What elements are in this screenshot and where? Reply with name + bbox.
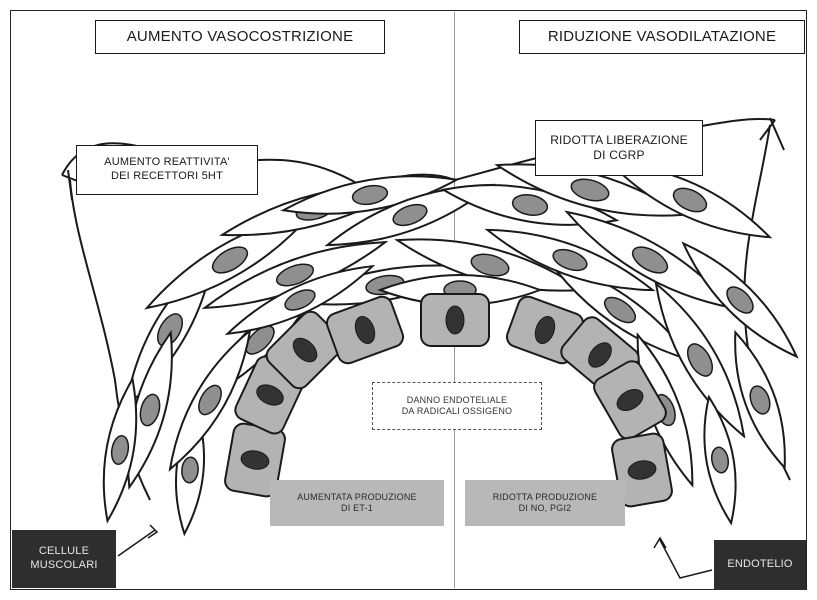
right-note-text: RIDOTTA LIBERAZIONE DI CGRP [550,133,688,163]
left-header-box: AUMENTO VASOCOSTRIZIONE [95,20,385,54]
muscle-cells-label: CELLULE MUSCOLARI [12,530,116,588]
endothelial-nucleus [446,306,464,334]
endothelium-label: ENDOTELIO [714,540,806,590]
muscle-label-arrow [118,525,157,556]
left-header-text: AUMENTO VASOCOSTRIZIONE [127,28,354,47]
right-fibre-end [760,118,784,150]
center-note-text: DANNO ENDOTELIALE DA RADICALI OSSIGENO [402,395,513,418]
endothelium-label-arrow [654,538,712,578]
left-note-text: AUMENTO REATTIVITA' DEI RECETTORI 5HT [104,156,230,184]
bottom-right-note-box: RIDOTTA PRODUZIONE DI NO, PGI2 [465,480,625,526]
right-note-box: RIDOTTA LIBERAZIONE DI CGRP [535,120,703,176]
muscle-cells-label-text: CELLULE MUSCOLARI [30,545,97,573]
center-note-box: DANNO ENDOTELIALE DA RADICALI OSSIGENO [372,382,542,430]
right-header-box: RIDUZIONE VASODILATAZIONE [519,20,805,54]
bottom-left-note-text: AUMENTATA PRODUZIONE DI ET-1 [297,492,417,515]
bottom-right-note-text: RIDOTTA PRODUZIONE DI NO, PGI2 [493,492,597,515]
endothelium-label-text: ENDOTELIO [727,558,792,572]
right-header-text: RIDUZIONE VASODILATAZIONE [548,28,776,47]
left-note-box: AUMENTO REATTIVITA' DEI RECETTORI 5HT [76,145,258,195]
bottom-left-note-box: AUMENTATA PRODUZIONE DI ET-1 [270,480,444,526]
